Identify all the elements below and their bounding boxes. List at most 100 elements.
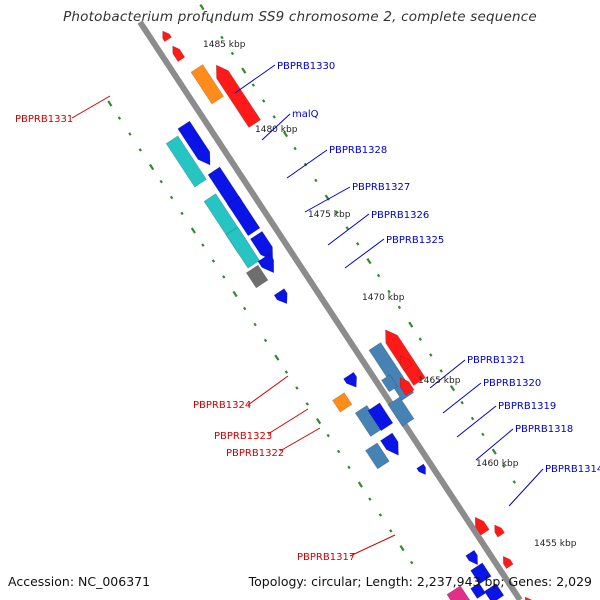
gene-label: PBPRB1330 bbox=[277, 61, 335, 72]
track-tick bbox=[201, 243, 205, 247]
gene-label: PBPRB1325 bbox=[386, 235, 444, 246]
track-tick bbox=[232, 290, 238, 298]
leader-line bbox=[71, 95, 111, 119]
track-tick bbox=[410, 560, 414, 565]
track-tick bbox=[439, 369, 443, 373]
track-tick bbox=[397, 305, 402, 310]
track-tick bbox=[376, 273, 381, 278]
gene-glyph bbox=[225, 226, 261, 269]
gene-glyph bbox=[483, 583, 505, 600]
scale-label: 1455 kbp bbox=[534, 539, 577, 549]
gene-glyph bbox=[367, 402, 394, 432]
track-tick bbox=[429, 353, 433, 357]
track-tick bbox=[284, 370, 289, 374]
gene-labels: PBPRB1330malQPBPRB1328PBPRB1327PBPRB1326… bbox=[15, 61, 600, 563]
track-tick bbox=[199, 4, 205, 11]
leader-line bbox=[442, 382, 482, 414]
gene-glyph bbox=[215, 64, 261, 128]
gene-label: PBPRB1321 bbox=[467, 355, 525, 366]
leader-line bbox=[349, 534, 396, 557]
track-tick bbox=[253, 322, 257, 327]
gene-glyph bbox=[494, 524, 505, 538]
leader-line bbox=[429, 359, 466, 389]
leader-line bbox=[247, 375, 289, 406]
gene-glyph bbox=[172, 45, 186, 62]
gene-glyph bbox=[474, 516, 490, 536]
track-tick bbox=[408, 321, 414, 328]
track-tick bbox=[512, 480, 516, 484]
gene-glyph bbox=[162, 30, 172, 42]
gene-label: PBPRB1327 bbox=[352, 182, 410, 193]
gene-glyph bbox=[387, 396, 415, 427]
track-tick bbox=[378, 513, 383, 517]
gene-label: malQ bbox=[292, 109, 319, 120]
track-tick bbox=[295, 386, 299, 390]
gene-glyph bbox=[446, 585, 473, 600]
track-tick bbox=[190, 227, 196, 234]
gene-glyph bbox=[385, 329, 426, 386]
leader-line bbox=[279, 427, 321, 452]
gene-glyph bbox=[380, 432, 399, 456]
tick-marks bbox=[107, 4, 516, 565]
gene-glyph bbox=[165, 135, 207, 188]
gene-glyph bbox=[381, 374, 398, 393]
track-tick bbox=[335, 210, 339, 214]
track-tick bbox=[169, 195, 174, 200]
gene-glyph bbox=[245, 264, 269, 289]
track-tick bbox=[357, 481, 363, 488]
track-tick bbox=[159, 179, 163, 184]
figure-title: Photobacterium profundum SS9 chromosome … bbox=[63, 9, 537, 25]
track-tick bbox=[316, 418, 322, 425]
scale-label: 1460 kbp bbox=[476, 459, 519, 469]
track-tick bbox=[272, 115, 276, 119]
gene-glyph bbox=[502, 555, 514, 569]
gene-label: PBPRB1314 bbox=[545, 464, 600, 475]
track-tick bbox=[262, 99, 266, 103]
gene-glyph bbox=[177, 120, 211, 166]
leader-line bbox=[344, 238, 385, 269]
track-tick bbox=[107, 100, 113, 107]
track-tick bbox=[209, 19, 214, 24]
gene-glyph bbox=[524, 596, 540, 600]
gene-label: PBPRB1324 bbox=[193, 400, 251, 411]
track-tick bbox=[347, 465, 351, 470]
gene-label: PBPRB1318 bbox=[515, 424, 573, 435]
gene-glyph bbox=[273, 288, 288, 305]
track-tick bbox=[138, 148, 142, 152]
track-tick bbox=[366, 258, 372, 265]
leader-line bbox=[267, 408, 309, 435]
track-tick bbox=[293, 146, 297, 151]
leader-line bbox=[261, 113, 291, 141]
track-tick bbox=[220, 35, 224, 40]
track-tick bbox=[460, 400, 464, 405]
track-tick bbox=[263, 338, 268, 343]
track-tick bbox=[282, 131, 289, 138]
track-tick bbox=[345, 226, 349, 230]
gene-glyph bbox=[207, 166, 243, 209]
track-tick bbox=[149, 163, 155, 171]
track-tick bbox=[470, 416, 475, 421]
track-tick bbox=[399, 545, 405, 552]
track-tick bbox=[117, 116, 122, 120]
gene-label: PBPRB1323 bbox=[214, 431, 272, 442]
gene-glyph bbox=[465, 549, 478, 566]
track-tick bbox=[368, 497, 372, 501]
track-tick bbox=[274, 354, 280, 361]
track-tick bbox=[449, 385, 456, 392]
gene-glyph bbox=[332, 392, 353, 413]
track-tick bbox=[491, 448, 497, 455]
gene-label: PBPRB1317 bbox=[297, 552, 355, 563]
track-tick bbox=[241, 67, 247, 74]
track-tick bbox=[336, 449, 341, 454]
track-tick bbox=[314, 178, 318, 183]
track-tick bbox=[389, 529, 393, 533]
gene-glyph bbox=[343, 371, 357, 388]
track-tick bbox=[243, 306, 247, 311]
scale-label: 1480 kbp bbox=[255, 125, 298, 135]
leader-line bbox=[508, 468, 544, 507]
gene-label: PBPRB1322 bbox=[226, 448, 284, 459]
track-tick bbox=[418, 337, 422, 341]
track-tick bbox=[180, 211, 184, 216]
leader-line bbox=[286, 149, 328, 179]
